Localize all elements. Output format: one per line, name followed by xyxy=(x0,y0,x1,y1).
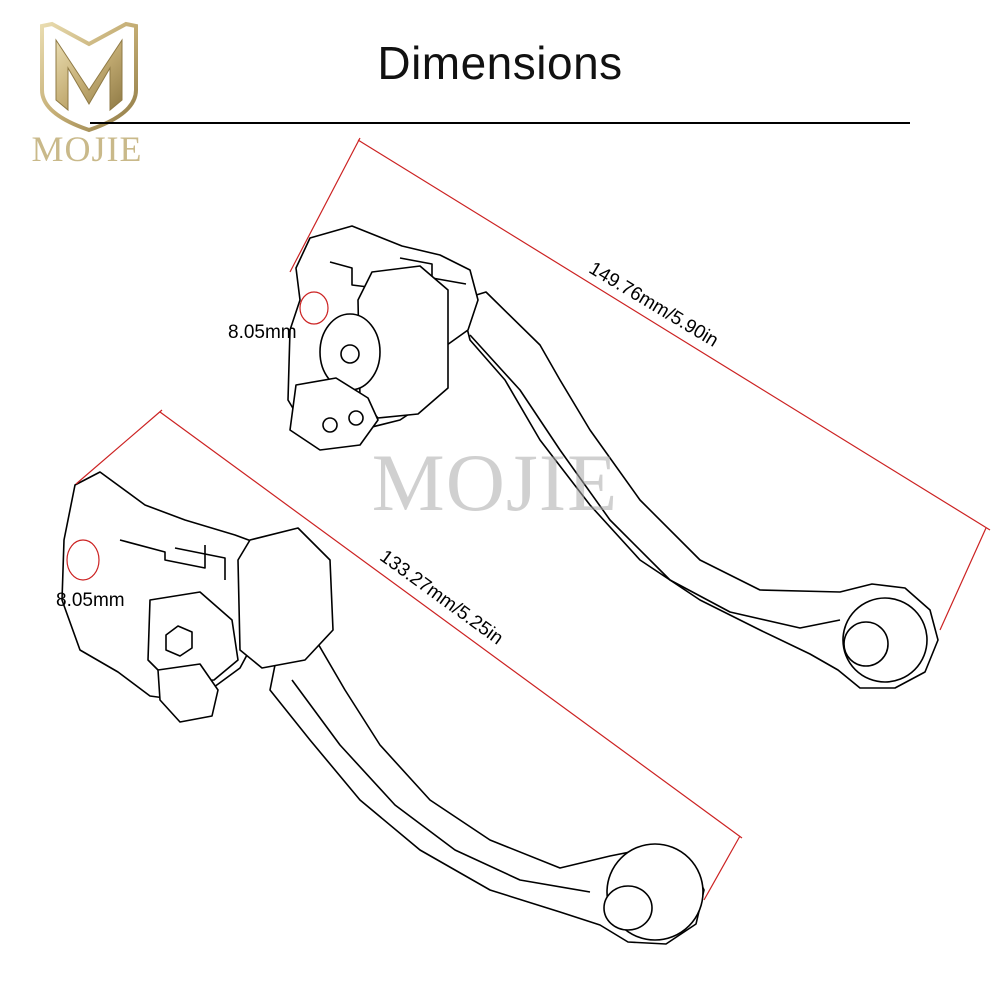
lower-length-dim-line xyxy=(159,411,743,839)
lower-lever-end-hole xyxy=(603,885,653,931)
upper-lever-end-hole xyxy=(843,621,889,667)
lower-lever-channel xyxy=(291,679,591,893)
upper-length-ext-start xyxy=(289,137,361,273)
lower-lever-pivot-drum xyxy=(237,527,334,669)
upper-lever-channel xyxy=(469,334,841,629)
upper-lever-mount-hole xyxy=(299,291,329,325)
upper-length-ext-end xyxy=(939,527,987,631)
lower-lever xyxy=(61,471,705,945)
lower-length-ext-end xyxy=(703,835,741,901)
upper-lever-lower-block xyxy=(289,377,379,451)
watermark-text: MOJIE xyxy=(371,437,619,528)
page-title: Dimensions xyxy=(377,37,623,89)
lower-hole-label: 8.05mm xyxy=(56,590,125,611)
upper-lever-screw-a xyxy=(322,417,338,433)
upper-lever-slot-b xyxy=(399,257,467,285)
lower-lever-boss xyxy=(147,591,239,683)
upper-lever xyxy=(287,225,939,689)
brand-logo xyxy=(40,21,138,133)
lower-lever-slot-a xyxy=(119,539,206,569)
lower-lever-slot-b xyxy=(174,547,226,580)
upper-lever-screw-b xyxy=(348,410,364,426)
lower-lever-lower-block xyxy=(157,663,219,723)
upper-length-dim-line xyxy=(357,139,991,531)
logo-text: MOJIE xyxy=(31,129,143,169)
upper-hole-label: 8.05mm xyxy=(228,322,297,343)
upper-lever-pivot-hole xyxy=(340,344,360,364)
lower-lever-hex-socket xyxy=(165,625,193,657)
lower-lever-mount-hole xyxy=(66,539,100,581)
title-underline xyxy=(90,122,910,124)
lower-length-ext-start xyxy=(75,409,163,485)
